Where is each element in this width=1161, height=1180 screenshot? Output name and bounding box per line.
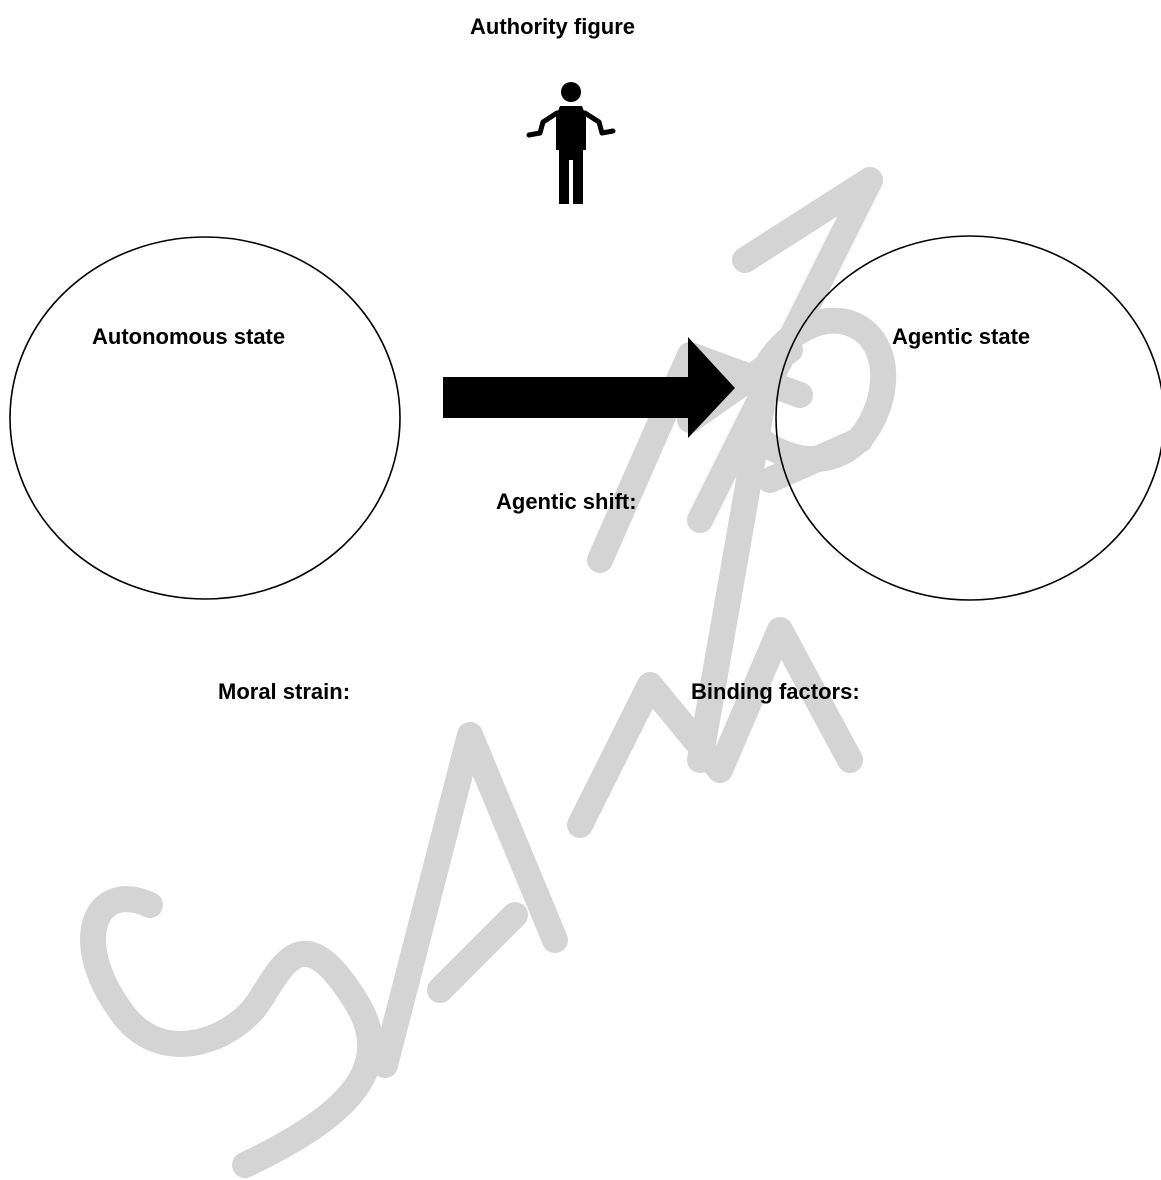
person-shrugging-icon: [526, 82, 616, 204]
moral-strain-label: Moral strain:: [218, 679, 351, 704]
right-arrow-icon: [443, 337, 735, 438]
autonomous-state-circle: [9, 236, 401, 600]
agentic-shift-label: Agentic shift:: [496, 489, 637, 514]
autonomous-state-label: Autonomous state: [92, 324, 286, 349]
binding-factors-label: Binding factors:: [691, 679, 860, 704]
authority-figure-label: Authority figure: [470, 14, 635, 39]
agentic-state-circle: [775, 235, 1161, 601]
agentic-state-label: Agentic state: [892, 324, 1031, 349]
